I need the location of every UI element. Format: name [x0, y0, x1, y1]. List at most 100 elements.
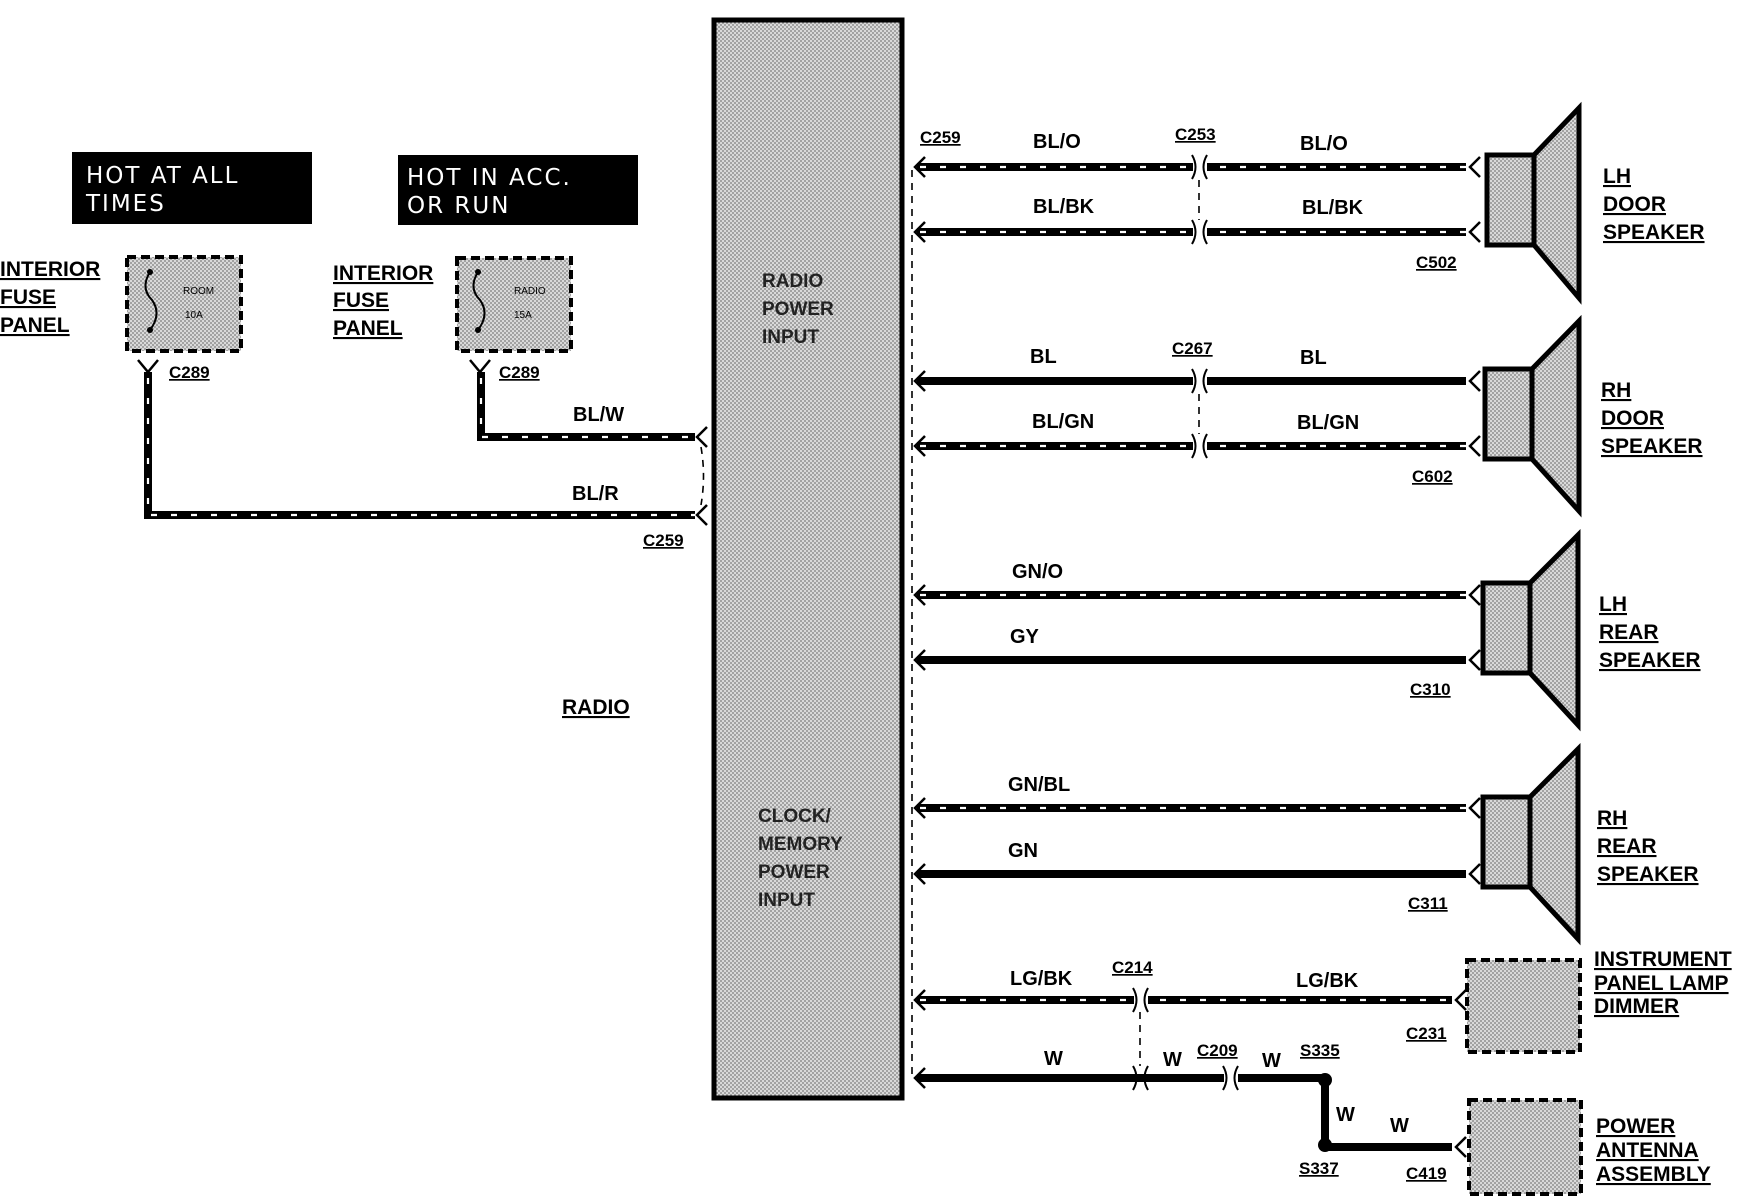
interior-fuse-panel-room: INTERIOR FUSE PANEL ROOM 10A C289	[0, 255, 243, 382]
svg-text:LG/BK: LG/BK	[1010, 968, 1073, 990]
svg-text:GN/BL: GN/BL	[1008, 774, 1070, 796]
hot-in-acc-or-run-label: HOT IN ACC. OR RUN	[398, 155, 638, 225]
svg-text:C602: C602	[1412, 467, 1453, 486]
svg-text:BL: BL	[1300, 347, 1327, 369]
svg-text:FUSE: FUSE	[0, 286, 56, 309]
input-wire-bl-w: BL/W	[477, 372, 695, 441]
svg-text:W: W	[1163, 1049, 1182, 1071]
radio-label: RADIO	[562, 696, 630, 719]
svg-text:PANEL: PANEL	[0, 314, 70, 337]
svg-text:SPEAKER: SPEAKER	[1597, 863, 1699, 886]
svg-text:INPUT: INPUT	[758, 890, 815, 911]
svg-text:C502: C502	[1416, 253, 1457, 272]
svg-text:RADIO: RADIO	[514, 286, 546, 297]
svg-text:BL/R: BL/R	[572, 483, 619, 505]
radio-unit: RADIO POWER INPUT CLOCK/ MEMORY POWER IN…	[711, 17, 905, 1101]
svg-text:BL/O: BL/O	[1033, 131, 1081, 153]
svg-text:S335: S335	[1300, 1041, 1340, 1060]
svg-text:C419: C419	[1406, 1164, 1447, 1183]
svg-text:HOT IN ACC.: HOT IN ACC.	[407, 165, 572, 191]
svg-text:REAR: REAR	[1597, 835, 1657, 858]
svg-text:C310: C310	[1410, 680, 1451, 699]
svg-text:PANEL: PANEL	[333, 317, 403, 340]
svg-text:SPEAKER: SPEAKER	[1603, 221, 1705, 244]
svg-text:C289: C289	[499, 363, 540, 382]
svg-text:FUSE: FUSE	[333, 289, 389, 312]
svg-text:OR RUN: OR RUN	[407, 193, 510, 219]
lh-rear-speaker: LH REAR SPEAKER	[1480, 528, 1701, 732]
svg-text:BL/O: BL/O	[1300, 133, 1348, 155]
svg-text:POWER: POWER	[758, 862, 830, 883]
lh-door-circuit: BL/O BL/O BL/BK BL/BK C253 C502	[913, 125, 1481, 272]
svg-text:BL/W: BL/W	[573, 404, 624, 426]
fuse-symbol-icon	[472, 271, 486, 331]
svg-text:W: W	[1336, 1104, 1355, 1126]
svg-text:INTERIOR: INTERIOR	[0, 258, 100, 281]
output-connector-label: C259	[920, 128, 961, 147]
lh-door-speaker: LH DOOR SPEAKER	[1484, 101, 1705, 305]
svg-text:S337: S337	[1299, 1159, 1339, 1178]
svg-text:C209: C209	[1197, 1041, 1238, 1060]
rh-door-circuit: BL BL BL/GN BL/GN C267 C602	[913, 339, 1481, 486]
svg-text:SPEAKER: SPEAKER	[1599, 649, 1701, 672]
svg-text:C231: C231	[1406, 1024, 1447, 1043]
svg-text:ROOM: ROOM	[183, 286, 214, 297]
svg-text:C267: C267	[1172, 339, 1213, 358]
rh-rear-circuit: GN/BL GN C311	[913, 774, 1481, 913]
svg-text:LH: LH	[1599, 593, 1627, 616]
svg-text:LG/BK: LG/BK	[1296, 970, 1359, 992]
instrument-panel-lamp-dimmer: INSTRUMENT PANEL LAMP DIMMER	[1465, 948, 1732, 1054]
svg-text:GN: GN	[1008, 840, 1038, 862]
svg-text:C214: C214	[1112, 958, 1153, 977]
svg-text:HOT AT ALL: HOT AT ALL	[86, 163, 239, 189]
svg-text:SPEAKER: SPEAKER	[1601, 435, 1703, 458]
hot-at-all-times-label: HOT AT ALL TIMES	[72, 152, 312, 224]
svg-text:ASSEMBLY: ASSEMBLY	[1596, 1163, 1711, 1186]
svg-text:GY: GY	[1010, 626, 1040, 648]
svg-text:DOOR: DOOR	[1603, 193, 1666, 216]
svg-text:POWER: POWER	[762, 299, 834, 320]
svg-text:W: W	[1390, 1115, 1409, 1137]
interior-fuse-panel-radio: INTERIOR FUSE PANEL RADIO 15A C289	[333, 256, 573, 382]
svg-text:10A: 10A	[185, 310, 203, 321]
svg-text:BL/BK: BL/BK	[1302, 197, 1364, 219]
splice-s335-icon	[1318, 1073, 1332, 1087]
svg-text:C259: C259	[643, 531, 684, 550]
svg-text:15A: 15A	[514, 310, 532, 321]
rh-rear-speaker: RH REAR SPEAKER	[1480, 742, 1699, 946]
svg-text:GN/O: GN/O	[1012, 561, 1063, 583]
svg-text:C253: C253	[1175, 125, 1216, 144]
svg-text:C311: C311	[1408, 894, 1448, 913]
svg-text:W: W	[1044, 1048, 1063, 1070]
svg-text:REAR: REAR	[1599, 621, 1659, 644]
splice-s337-icon	[1318, 1138, 1332, 1152]
antenna-circuit: C209 S335 S337 W W W W W C419	[913, 1041, 1467, 1183]
svg-text:TIMES: TIMES	[85, 191, 166, 217]
svg-text:RH: RH	[1601, 379, 1631, 402]
lh-rear-circuit: GN/O GY C310	[913, 561, 1481, 699]
svg-text:BL/GN: BL/GN	[1297, 412, 1359, 434]
svg-text:DIMMER: DIMMER	[1594, 995, 1679, 1018]
svg-text:RADIO: RADIO	[762, 271, 823, 292]
svg-text:INPUT: INPUT	[762, 327, 819, 348]
svg-text:ANTENNA: ANTENNA	[1596, 1139, 1699, 1162]
svg-text:DOOR: DOOR	[1601, 407, 1664, 430]
input-wire-bl-r: BL/R	[144, 372, 695, 519]
fuse-symbol-icon	[144, 271, 158, 331]
svg-text:LH: LH	[1603, 165, 1631, 188]
svg-text:INTERIOR: INTERIOR	[333, 262, 433, 285]
svg-text:BL/GN: BL/GN	[1032, 411, 1094, 433]
svg-text:W: W	[1262, 1050, 1281, 1072]
svg-text:BL/BK: BL/BK	[1033, 196, 1095, 218]
power-antenna-assembly: POWER ANTENNA ASSEMBLY	[1467, 1098, 1711, 1196]
svg-text:MEMORY: MEMORY	[758, 834, 843, 855]
svg-text:CLOCK/: CLOCK/	[758, 806, 832, 827]
svg-text:RH: RH	[1597, 807, 1627, 830]
svg-text:INSTRUMENT: INSTRUMENT	[1594, 948, 1732, 971]
svg-text:PANEL LAMP: PANEL LAMP	[1594, 972, 1729, 995]
svg-text:C289: C289	[169, 363, 210, 382]
radio-input-connector: C259	[643, 426, 708, 550]
svg-text:BL: BL	[1030, 346, 1057, 368]
rh-door-speaker: RH DOOR SPEAKER	[1482, 314, 1703, 518]
